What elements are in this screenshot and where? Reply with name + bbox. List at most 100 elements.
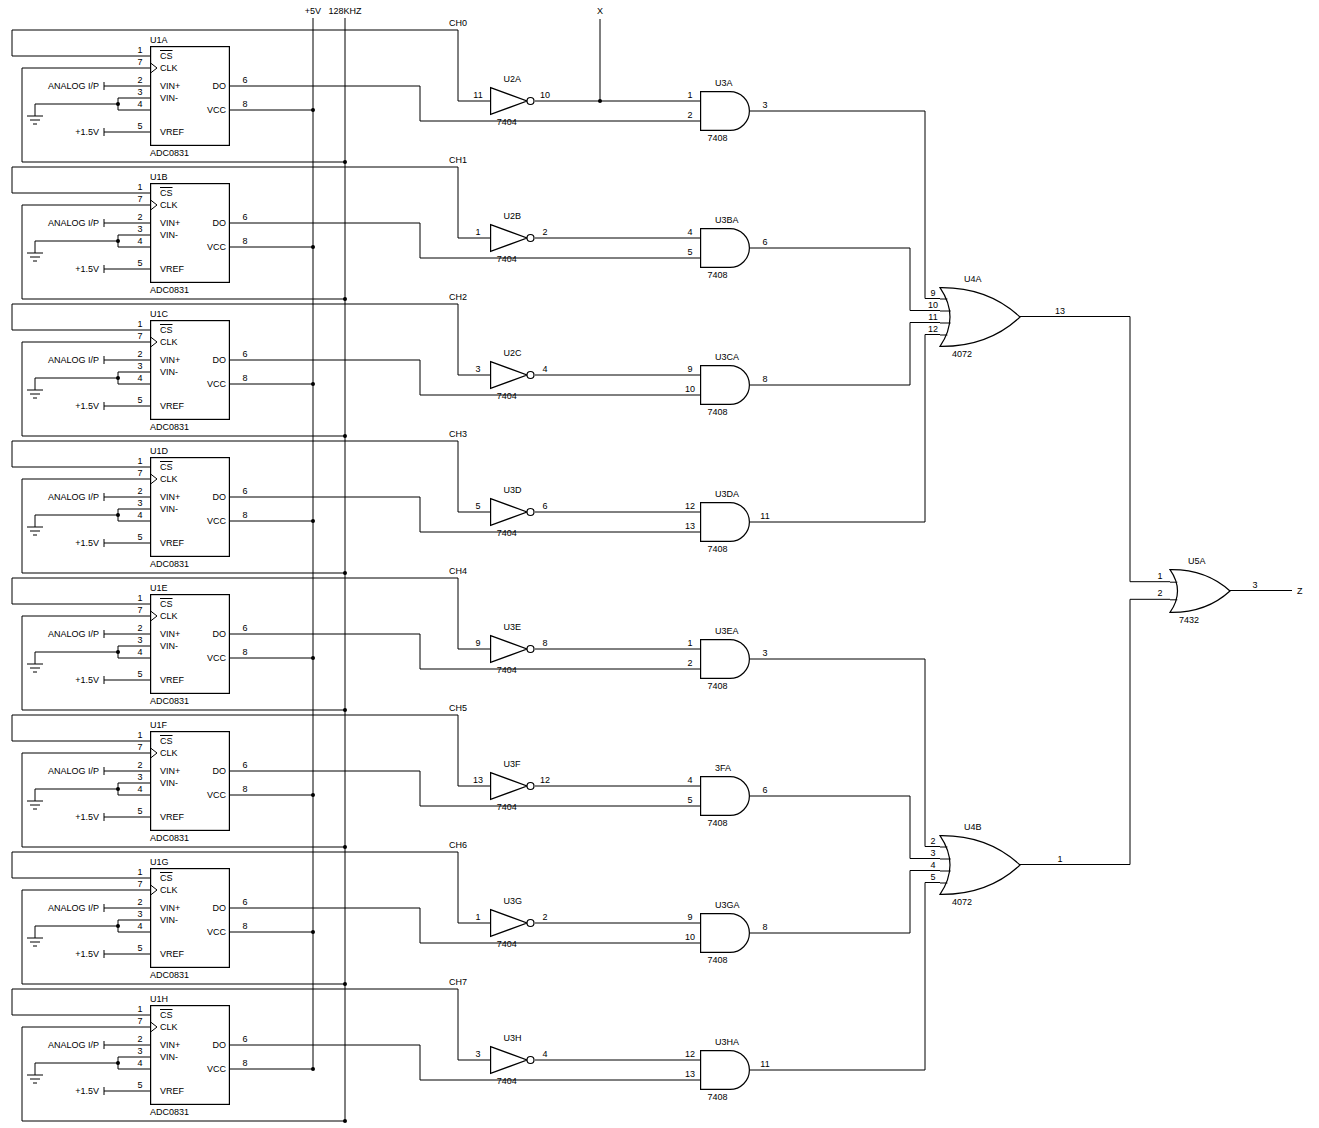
input-label: ANALOG I/P [47,1040,100,1050]
pin-number: 4 [136,236,143,246]
pin-number: 1 [474,227,481,237]
signal-wire [1020,317,1170,582]
pin-number: 12 [684,501,696,511]
pin-number: 7 [136,605,143,615]
pin-name: DO [213,629,227,639]
or-outline [1170,569,1230,612]
pin-name: VIN- [160,778,178,788]
terminal-mark [104,767,105,775]
pin-name: DO [213,81,227,91]
input-label: ANALOG I/P [47,355,100,365]
wire [35,104,118,116]
channel-signal: CH1 [448,155,468,165]
and-outline [701,229,750,268]
gate-symbol [700,913,750,953]
pin-name: DO [213,218,227,228]
part-ref: U2A [504,74,522,84]
pin-name: CLK [160,63,178,73]
pin-name: VIN+ [160,355,180,365]
signal-wire [750,335,940,523]
wire [600,19,601,101]
pin-number: 6 [241,75,248,85]
input-stub [940,322,951,323]
pin-name: VCC [207,379,226,389]
signal-wire [750,323,940,386]
and-gate: U3CA7408 [700,365,750,405]
part-number: 7408 [708,955,728,965]
pin-name: CS [160,51,173,61]
gate-symbol [1170,569,1230,613]
part-ref: U3E [504,622,522,632]
inverter-bubble [527,509,534,516]
pin-number: 6 [541,501,548,511]
inverter-bubble [527,235,534,242]
inverter-outline [491,499,527,526]
pin-number: 2 [136,212,143,222]
pin-name: CLK [160,748,178,758]
part-ref: U3BA [715,215,739,225]
pin-number: 2 [136,760,143,770]
reference-voltage: +1.5V [74,264,100,274]
part-ref: U2B [504,211,522,221]
part-number: 7404 [497,665,517,675]
inverter-outline [491,636,527,663]
reference-voltage: +1.5V [74,1086,100,1096]
and-gate: U3BA7408 [700,228,750,268]
pin-number: 10 [684,932,696,942]
or-gate: U5A7432 [1170,569,1230,613]
pin-name: VIN- [160,1052,178,1062]
part-ref: U1H [150,994,168,1004]
pin-name: VIN+ [160,629,180,639]
pin-name: VREF [160,127,184,137]
part-ref: U4B [964,822,982,832]
input-label: ANALOG I/P [47,903,100,913]
pin-number: 4 [136,784,143,794]
wire [12,852,490,923]
part-ref: U1B [150,172,168,182]
pin-number: 3 [474,1049,481,1059]
and-gate: U3EA7408 [700,639,750,679]
pin-number: 5 [136,1080,143,1090]
wire [104,680,150,681]
pin-number: 4 [136,510,143,520]
pin-number: 12 [684,1049,696,1059]
part-number: ADC0831 [150,559,189,569]
bus-name: 128KHZ [327,6,362,16]
pin-number: 2 [686,110,693,120]
pin-number: 5 [136,258,143,268]
signal-wire [750,796,940,859]
wire [118,372,150,373]
part-ref: U5A [1188,556,1206,566]
pin-name: CLK [160,474,178,484]
part-number: ADC0831 [150,1107,189,1117]
pin-number: 1 [686,638,693,648]
pin-number: 9 [686,912,693,922]
part-ref: U1A [150,35,168,45]
signal-wire [535,786,700,787]
terminal-mark [104,904,105,912]
channel-signal: CH2 [448,292,468,302]
gate-symbol [490,87,535,115]
pin-number: 5 [136,669,143,679]
wire [35,789,118,801]
signal-wire [230,634,700,669]
pin-name: CLK [160,337,178,347]
pin-number: 2 [1156,588,1163,598]
pin-number: 2 [541,227,548,237]
pin-number: 7 [136,57,143,67]
inverter-bubble [527,920,534,927]
pin-number: 8 [241,921,248,931]
pin-name: CS [160,736,173,746]
pin-number: 5 [136,121,143,131]
part-number: ADC0831 [150,148,189,158]
pin-name: CS [160,462,173,472]
and-gate: U3A7408 [700,91,750,131]
clock-mark [151,200,157,210]
pin-name: CS [160,1010,173,1020]
signal-wire [535,923,700,924]
wire [118,1069,150,1070]
input-stub [940,298,947,299]
signal-wire [230,86,700,121]
adc-chip: U1DCSCLKVIN+VIN-VREFDOVCCADC0831 [150,457,230,557]
ground-symbol [27,390,43,398]
